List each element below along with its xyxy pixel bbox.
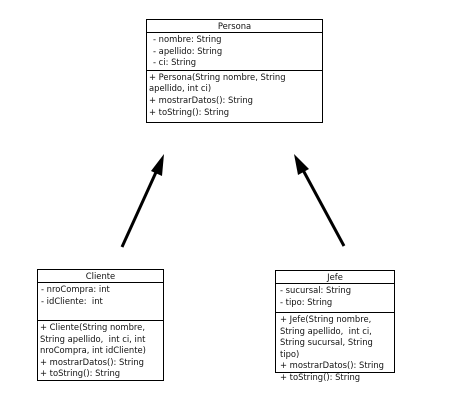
class-name-jefe: Jefe	[276, 271, 394, 284]
operation-mostrar-datos: + mostrarDatos(): String	[280, 360, 384, 371]
attributes-cliente: - nroCompra: int - idCliente: int	[38, 283, 163, 321]
operation-to-string: + toString(): String	[149, 106, 230, 117]
operations-jefe: + Jefe(String nombre, String apellido, i…	[276, 313, 394, 385]
class-name-cliente: Cliente	[38, 270, 163, 283]
arrow-cliente-to-persona	[120, 154, 164, 248]
class-persona: Persona - nombre: String - apellido: Str…	[146, 19, 323, 123]
class-cliente: Cliente - nroCompra: int - idCliente: in…	[37, 269, 164, 381]
attributes-jefe: - sucursal: String - tipo: String	[276, 284, 394, 313]
attribute-sucursal: - sucursal: String	[280, 285, 352, 295]
arrow-jefe-to-persona	[294, 154, 346, 247]
class-jefe: Jefe - sucursal: String - tipo: String +…	[275, 270, 395, 382]
attribute-id-cliente: - idCliente: int	[41, 295, 103, 306]
attribute-tipo: - tipo: String	[280, 296, 333, 307]
operations-cliente: + Cliente(String nombre, String apellido…	[38, 321, 163, 381]
operation-mostrar-datos: + mostrarDatos(): String	[149, 94, 253, 105]
attribute-ci: - ci: String	[153, 57, 197, 68]
attribute-nombre: - nombre: String	[153, 34, 222, 44]
attributes-persona: - nombre: String - apellido: String - ci…	[147, 33, 322, 71]
operation-constructor: + Persona(String nombre, String apellido…	[149, 71, 289, 94]
operation-mostrar-datos: + mostrarDatos(): String	[40, 356, 144, 367]
operation-to-string: + toString(): String	[40, 368, 121, 379]
attribute-nro-compra: - nroCompra: int	[41, 284, 110, 294]
operation-constructor: + Jefe(String nombre, String apellido, i…	[280, 314, 376, 359]
class-name-persona: Persona	[147, 20, 322, 33]
operation-constructor: + Cliente(String nombre, String apellido…	[40, 322, 149, 356]
attribute-apellido: - apellido: String	[153, 45, 223, 56]
operations-persona: + Persona(String nombre, String apellido…	[147, 71, 322, 119]
operation-to-string: + toString(): String	[280, 371, 361, 382]
